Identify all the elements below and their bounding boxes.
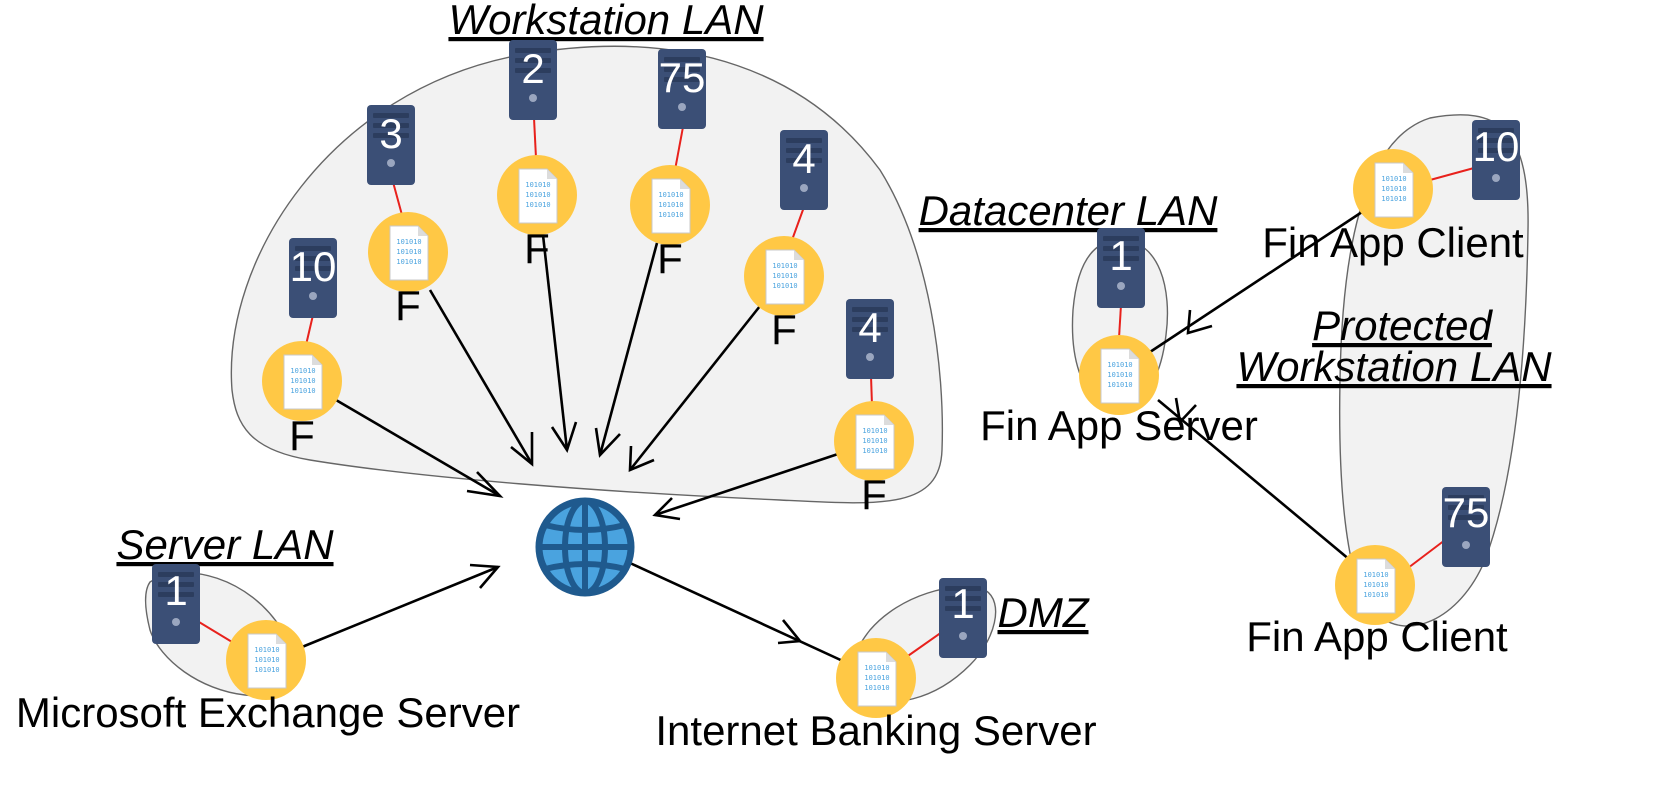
server-count: 2 (521, 45, 544, 92)
binary-file-icon (833, 400, 915, 482)
binary-file-icon (743, 235, 825, 317)
server-count: 4 (792, 135, 815, 182)
server-count: 10 (1473, 123, 1520, 170)
binary-file-icon (629, 164, 711, 246)
binary-file-icon (835, 637, 917, 719)
node-label: F (524, 225, 550, 272)
server-count: 1 (164, 567, 187, 614)
globe-icon (535, 497, 635, 597)
node-label: F (395, 282, 421, 329)
server-count: 1 (1109, 232, 1132, 279)
server-count: 1 (951, 580, 974, 627)
workstation-node: 10 F (261, 238, 343, 459)
node-label: Fin App Client (1246, 613, 1508, 660)
server-count: 75 (659, 54, 706, 101)
server-count: 10 (290, 243, 337, 290)
internet-banking-server-node: 1 Internet Banking Server (655, 578, 1097, 754)
server-count: 75 (1443, 489, 1490, 536)
node-label: F (861, 471, 887, 518)
binary-file-icon (367, 211, 449, 293)
fin-app-client-top-node: 10 Fin App Client (1262, 120, 1524, 266)
fin-app-server-node: 1 Fin App Server (980, 228, 1258, 449)
node-label: Microsoft Exchange Server (16, 689, 520, 736)
server-count: 3 (379, 110, 402, 157)
node-label: F (289, 412, 315, 459)
server-lan-label: Server LAN (116, 521, 334, 568)
node-label: F (771, 306, 797, 353)
workstation-node: 3 F (367, 105, 449, 329)
node-label: Fin App Client (1262, 219, 1524, 266)
edges (301, 210, 1363, 664)
workstation-node: 4 F (743, 130, 828, 353)
binary-file-icon (261, 340, 343, 422)
node-label: F (657, 235, 683, 282)
protected-workstation-lan-label-line1: Protected (1312, 302, 1493, 349)
workstation-node: 75 F (629, 49, 711, 282)
binary-file-icon (225, 619, 307, 701)
workstation-node: 2 F (496, 40, 578, 272)
workstation-lan-label: Workstation LAN (448, 0, 764, 43)
binary-file-icon (1352, 148, 1434, 230)
node-label: Fin App Server (980, 402, 1258, 449)
fin-app-client-bottom-node: 75 Fin App Client (1246, 487, 1508, 660)
binary-file-icon (496, 154, 578, 236)
protected-workstation-lan-label-line2: Workstation LAN (1236, 343, 1552, 390)
node-label: Internet Banking Server (655, 707, 1096, 754)
red-links (198, 117, 1475, 659)
workstation-node: 4 F (833, 299, 915, 518)
server-count: 4 (858, 304, 881, 351)
dmz-label: DMZ (998, 589, 1090, 636)
microsoft-exchange-server-node: 1 Microsoft Exchange Server (16, 564, 520, 736)
datacenter-lan-label: Datacenter LAN (919, 187, 1218, 234)
